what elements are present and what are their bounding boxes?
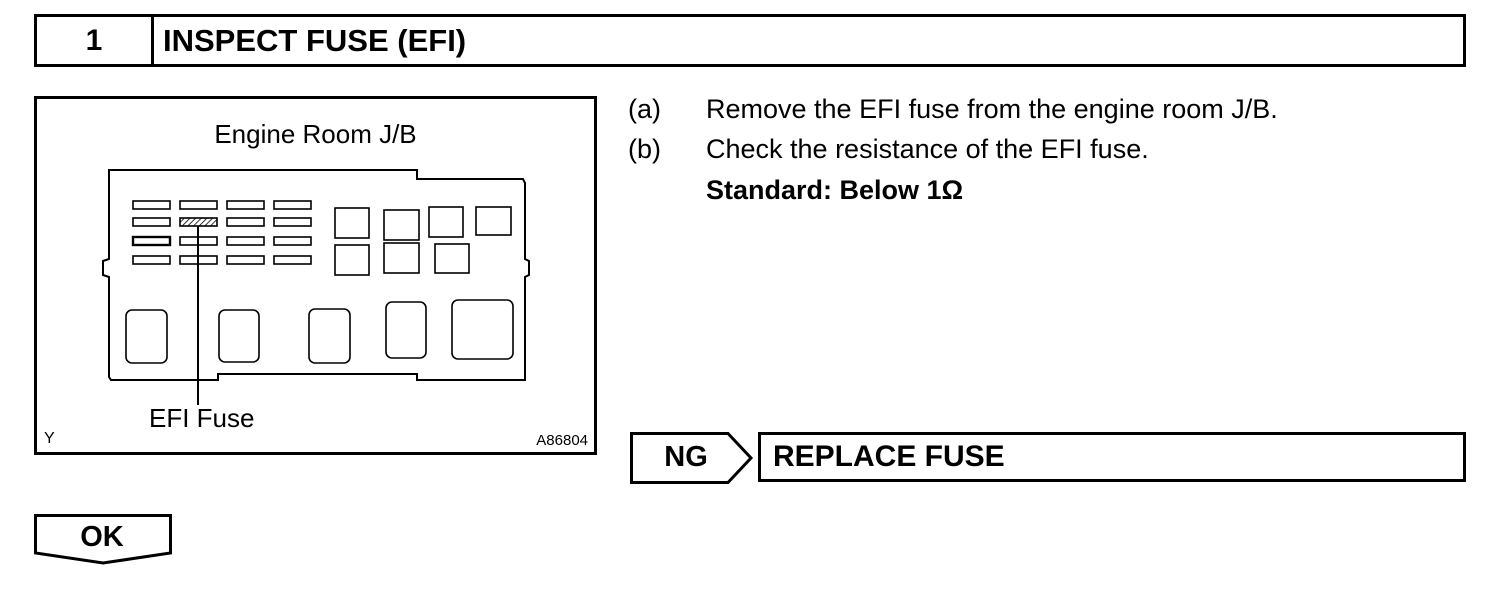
step-title: INSPECT FUSE (EFI) [163, 23, 467, 58]
ok-label: OK [80, 521, 124, 553]
ok-arrow-tag [34, 514, 172, 565]
step-header: 1 INSPECT FUSE (EFI) [34, 14, 1466, 67]
step-number: 1 [37, 17, 154, 64]
instruction-text: Check the resistance of the EFI fuse. [706, 134, 1149, 164]
instruction-marker: (b) [628, 134, 661, 164]
efi-fuse-label: EFI Fuse [149, 403, 255, 433]
ng-action-text: REPLACE FUSE [773, 440, 1005, 473]
relay-blocks [334, 206, 512, 276]
figure-code: A86804 [536, 432, 588, 449]
efi-fuse-highlight [179, 217, 218, 227]
figure-title: Engine Room J/B [214, 119, 417, 149]
ng-action-box: REPLACE FUSE [758, 432, 1466, 482]
figure-corner-mark: Y [44, 430, 55, 447]
instruction-text: Remove the EFI fuse from the engine room… [706, 94, 1278, 124]
large-fuse-blocks [125, 299, 514, 364]
junction-block-figure: Engine Room J/B EFI Fuse Y A86804 [34, 96, 597, 455]
ng-arrow-tag [630, 432, 754, 484]
standard-value: Standard: Below 1Ω [706, 175, 964, 205]
junction-block-outline [102, 169, 530, 381]
small-fuse-grid [131, 200, 312, 265]
ng-label: NG [664, 441, 708, 473]
junction-block-diagram [102, 169, 530, 405]
instruction-marker: (a) [628, 94, 661, 124]
